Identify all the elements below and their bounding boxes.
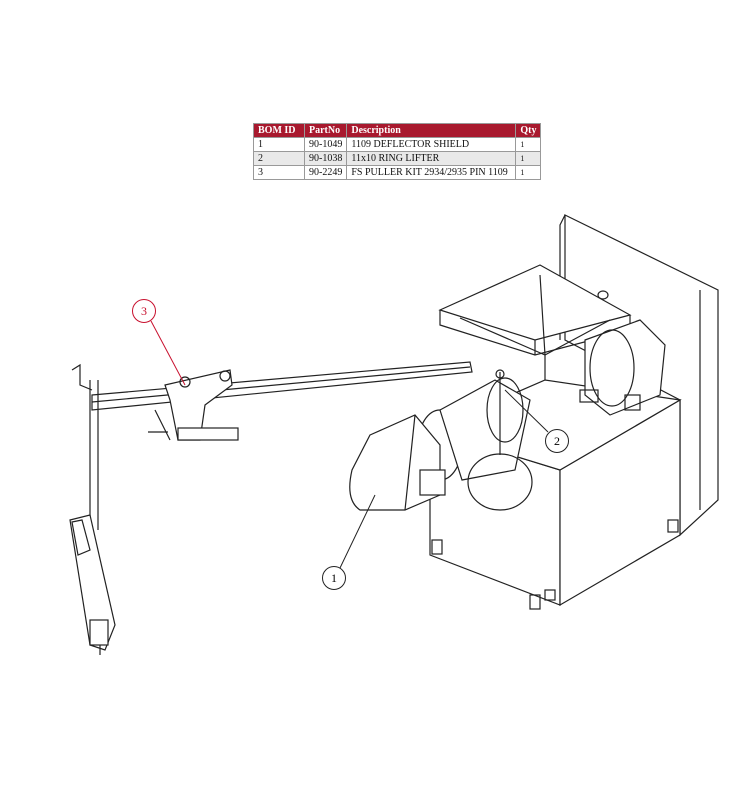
header-part-no: PartNo bbox=[303, 123, 348, 138]
leader-line-2 bbox=[504, 389, 549, 433]
cell-part-no: 90-2249 bbox=[303, 165, 348, 180]
table-row: 3 90-2249 FS PULLER KIT 2934/2935 PIN 11… bbox=[253, 165, 542, 180]
callout-1[interactable]: 1 bbox=[322, 566, 346, 590]
cell-bom-id: 2 bbox=[253, 151, 305, 166]
header-bom-id: BOM ID bbox=[253, 123, 305, 138]
callout-2[interactable]: 2 bbox=[545, 429, 569, 453]
table-row: 1 90-1049 1109 DEFLECTOR SHIELD 1 bbox=[253, 137, 542, 152]
puller-boom bbox=[69, 361, 473, 655]
deflector-shield bbox=[349, 414, 446, 511]
cell-description: FS PULLER KIT 2934/2935 PIN 1109 bbox=[346, 165, 517, 180]
table-row: 2 90-1038 11x10 RING LIFTER 1 bbox=[253, 151, 542, 166]
leader-line-3 bbox=[150, 320, 186, 386]
cell-qty: 1 bbox=[515, 151, 542, 166]
motor bbox=[579, 290, 666, 416]
callout-3[interactable]: 3 bbox=[132, 299, 156, 323]
cell-qty: 1 bbox=[515, 165, 542, 180]
bom-table: BOM ID PartNo Description Qty 1 90-1049 … bbox=[253, 123, 542, 180]
leader-line-1 bbox=[339, 494, 376, 569]
hopper bbox=[438, 264, 632, 380]
